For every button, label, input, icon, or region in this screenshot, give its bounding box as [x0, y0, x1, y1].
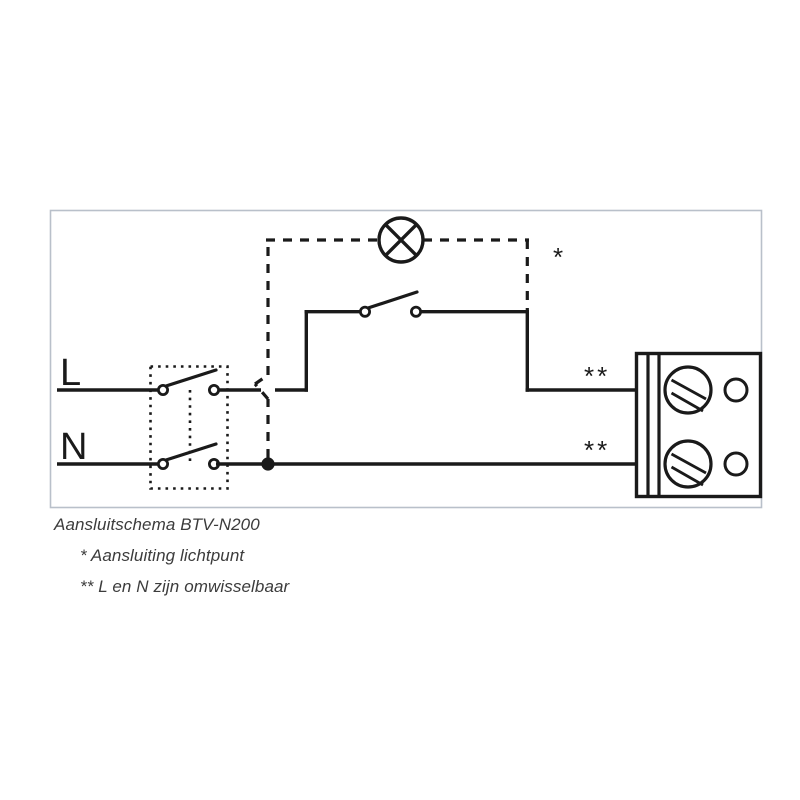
double-pole-switch-enclosure: [149, 365, 229, 490]
caption-title: Aansluitschema BTV-N200: [54, 515, 260, 534]
single-switch-blade: [366, 290, 419, 310]
single-switch-contact-out: [409, 305, 422, 318]
label-lamp-marker: *: [553, 242, 563, 272]
terminal-block[interactable]: [634, 351, 763, 499]
label-terminal-neutral-marker: **: [584, 435, 610, 465]
label-live: L: [60, 352, 81, 394]
caption-block: Aansluitschema BTV-N200 * Aansluiting li…: [50, 516, 750, 595]
terminal-screw-lower[interactable]: [663, 439, 713, 489]
terminal-screw-upper-slot-2: [670, 391, 704, 413]
single-switch-contact-in: [358, 305, 371, 318]
caption-note-lamp: * Aansluiting lichtpunt: [80, 546, 245, 565]
double-pole-switch-pole-neutral[interactable]: [156, 442, 220, 470]
neutral-junction-node: [261, 457, 275, 471]
switch-blade-live: [164, 368, 218, 388]
terminal-hole-lower: [723, 451, 749, 477]
terminal-hole-upper: [723, 377, 749, 403]
lamp-branch-crossover-jog: [253, 382, 270, 401]
lamp-icon: [377, 216, 425, 264]
terminal-screw-upper[interactable]: [663, 365, 713, 415]
lamp-branch-crossover-return: [254, 373, 269, 386]
double-pole-switch-pole-live[interactable]: [156, 368, 220, 396]
caption-note-swap: ** L en N zijn omwisselbaar: [80, 577, 290, 596]
switch-contact-neutral-in: [156, 457, 169, 470]
switch-blade-neutral: [164, 442, 218, 462]
terminal-screw-upper-slot-1: [670, 378, 707, 401]
switch-contact-live-in: [156, 383, 169, 396]
label-neutral: N: [60, 426, 87, 468]
label-terminal-live-marker: **: [584, 361, 610, 391]
terminal-screw-lower-slot-2: [670, 465, 704, 487]
switch-contact-live-out: [207, 383, 220, 396]
terminal-screw-lower-slot-1: [670, 452, 707, 475]
lamp-cross-stroke-2: [384, 223, 418, 257]
